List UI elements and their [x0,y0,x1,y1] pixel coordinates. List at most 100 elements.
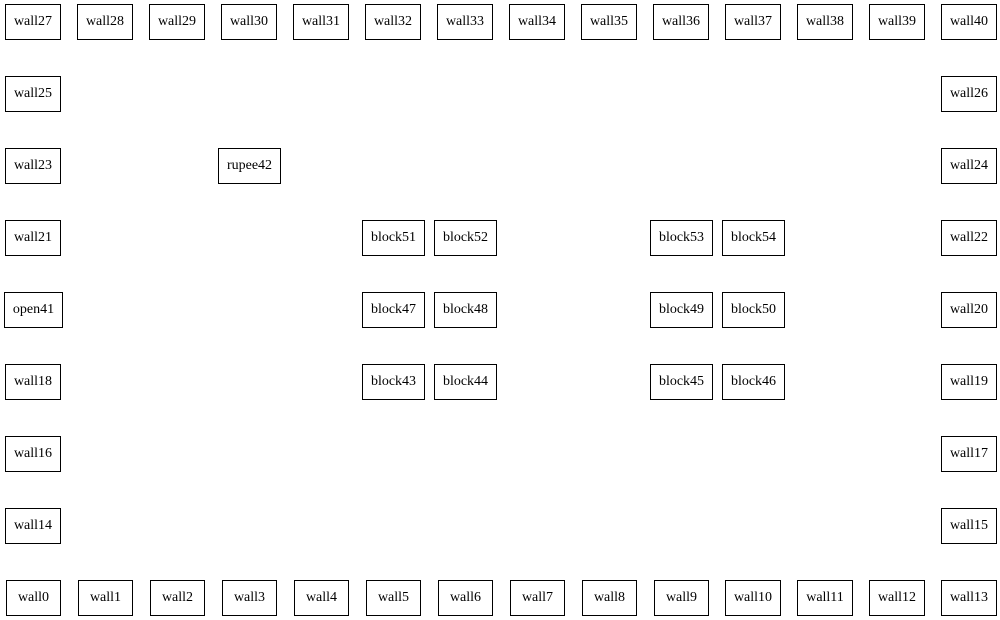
node-label: wall31 [301,14,341,29]
rupee-node: rupee42 [218,148,281,184]
node-label: block48 [442,302,489,317]
wall-node: wall10 [725,580,781,616]
node-label: wall16 [13,446,53,461]
wall-node: wall23 [5,148,61,184]
node-label: wall38 [805,14,845,29]
node-label: wall7 [521,590,554,605]
node-label: block49 [658,302,705,317]
wall-node: wall15 [941,508,997,544]
node-label: wall13 [949,590,989,605]
node-label: block44 [442,374,489,389]
node-label: wall27 [13,14,53,29]
block-node: block49 [650,292,713,328]
wall-node: wall26 [941,76,997,112]
wall-node: wall20 [941,292,997,328]
block-node: block52 [434,220,497,256]
node-label: wall30 [229,14,269,29]
node-label: block50 [730,302,777,317]
node-label: wall5 [377,590,410,605]
block-node: block43 [362,364,425,400]
node-label: wall37 [733,14,773,29]
wall-node: wall37 [725,4,781,40]
node-label: open41 [12,302,55,317]
node-label: wall1 [89,590,122,605]
node-label: wall15 [949,518,989,533]
node-label: block46 [730,374,777,389]
wall-node: wall2 [150,580,205,616]
wall-node: wall32 [365,4,421,40]
wall-node: wall19 [941,364,997,400]
wall-node: wall5 [366,580,421,616]
node-label: wall34 [517,14,557,29]
node-label: wall24 [949,158,989,173]
wall-node: wall16 [5,436,61,472]
node-label: wall22 [949,230,989,245]
wall-node: wall33 [437,4,493,40]
wall-node: wall7 [510,580,565,616]
node-label: wall2 [161,590,194,605]
node-label: wall36 [661,14,701,29]
wall-node: wall36 [653,4,709,40]
block-node: block50 [722,292,785,328]
wall-node: wall30 [221,4,277,40]
node-label: block43 [370,374,417,389]
node-label: block45 [658,374,705,389]
node-label: wall28 [85,14,125,29]
wall-node: wall40 [941,4,997,40]
wall-node: wall18 [5,364,61,400]
node-label: wall32 [373,14,413,29]
block-node: block46 [722,364,785,400]
wall-node: wall31 [293,4,349,40]
node-label: wall0 [17,590,50,605]
node-label: block54 [730,230,777,245]
wall-node: wall35 [581,4,637,40]
wall-node: wall9 [654,580,709,616]
block-node: block51 [362,220,425,256]
node-label: rupee42 [226,158,273,173]
node-label: wall14 [13,518,53,533]
node-label: wall23 [13,158,53,173]
node-label: wall33 [445,14,485,29]
node-label: wall8 [593,590,626,605]
node-label: wall20 [949,302,989,317]
node-label: wall25 [13,86,53,101]
node-label: wall39 [877,14,917,29]
wall-node: wall14 [5,508,61,544]
wall-node: wall21 [5,220,61,256]
node-label: wall17 [949,446,989,461]
node-label: wall40 [949,14,989,29]
wall-node: wall4 [294,580,349,616]
wall-node: wall6 [438,580,493,616]
node-label: wall29 [157,14,197,29]
wall-node: wall28 [77,4,133,40]
node-label: wall12 [877,590,917,605]
block-node: block45 [650,364,713,400]
wall-node: wall25 [5,76,61,112]
block-node: block53 [650,220,713,256]
node-label: wall26 [949,86,989,101]
block-node: block44 [434,364,497,400]
wall-node: wall27 [5,4,61,40]
node-label: wall4 [305,590,338,605]
node-label: wall9 [665,590,698,605]
node-label: block52 [442,230,489,245]
wall-node: wall3 [222,580,277,616]
node-label: block53 [658,230,705,245]
block-node: block47 [362,292,425,328]
wall-node: wall22 [941,220,997,256]
wall-node: wall38 [797,4,853,40]
wall-node: wall17 [941,436,997,472]
node-label: wall21 [13,230,53,245]
node-label: wall18 [13,374,53,389]
wall-node: wall0 [6,580,61,616]
wall-node: wall13 [941,580,997,616]
node-label: wall35 [589,14,629,29]
wall-node: wall34 [509,4,565,40]
wall-node: wall39 [869,4,925,40]
wall-node: wall29 [149,4,205,40]
wall-node: wall8 [582,580,637,616]
wall-node: wall12 [869,580,925,616]
wall-node: wall1 [78,580,133,616]
node-label: wall11 [806,590,844,605]
